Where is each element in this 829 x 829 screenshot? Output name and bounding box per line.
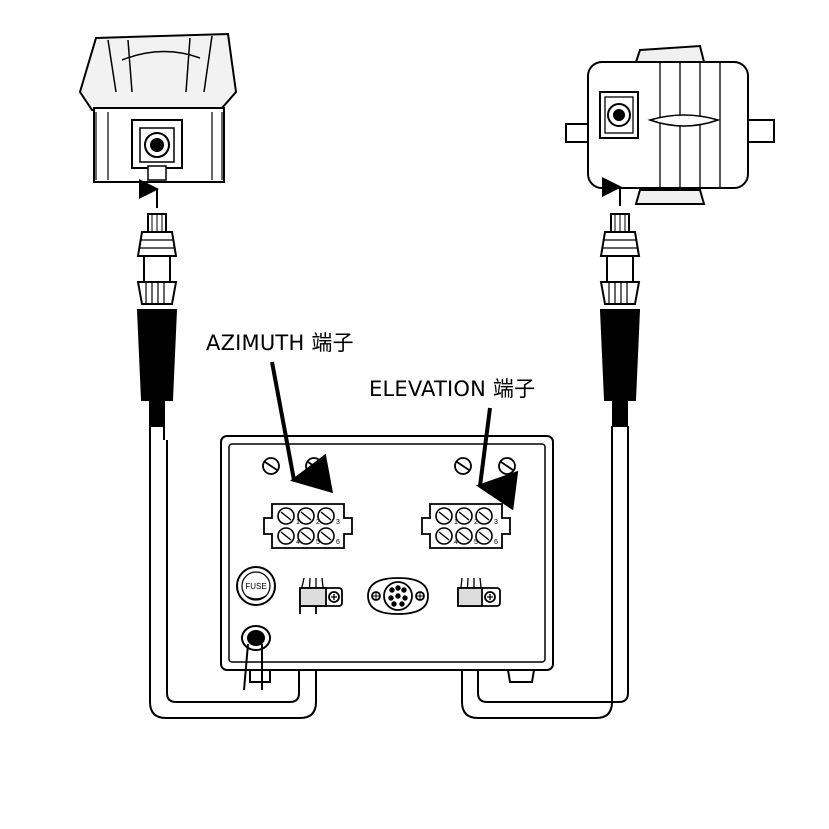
terminal-number: 2 [316, 519, 320, 526]
control-connector [367, 577, 429, 615]
fuse-holder: FUSE [236, 566, 276, 606]
terminal-screw-slot [478, 531, 490, 541]
elevation-rotator [565, 44, 775, 205]
terminal-screw-slot [320, 531, 332, 541]
elevation-terminal-label: ELEVATION 端子 [369, 377, 536, 401]
terminal-screw-slot [458, 531, 470, 541]
cable-left [149, 440, 317, 719]
terminal-screw-slot [438, 511, 450, 521]
azimuth-rotator [78, 32, 238, 183]
terminal-number: 3 [494, 519, 498, 526]
controller-rear-panel [220, 435, 554, 683]
terminal-screw-slot [280, 531, 292, 541]
terminal-screw-slot [280, 511, 292, 521]
terminal-screw-slot [478, 511, 490, 521]
terminal-number: 4 [454, 539, 458, 546]
elevation-cable-connector [599, 213, 641, 440]
terminal-number: 1 [296, 519, 300, 526]
fuse-label: FUSE [245, 582, 266, 591]
terminal-screw-slot [438, 531, 450, 541]
terminal-screw-slot [320, 511, 332, 521]
cable-right [461, 440, 629, 719]
azimuth-cable-clamp [299, 577, 343, 614]
terminal-number: 6 [336, 539, 340, 546]
power-cord [241, 625, 271, 691]
azimuth-terminal-block: 1 2 3 4 5 6 [263, 503, 353, 549]
terminal-number: 5 [474, 539, 478, 546]
azimuth-terminal-label: AZIMUTH 端子 [206, 331, 354, 355]
azimuth-pointer-arrow [270, 361, 334, 494]
terminal-screw-slot [458, 511, 470, 521]
terminal-screw-slot [300, 511, 312, 521]
terminal-number: 1 [454, 519, 458, 526]
terminal-number: 2 [474, 519, 478, 526]
elevation-pointer-arrow [476, 407, 519, 511]
terminal-number: 6 [494, 539, 498, 546]
terminal-screw-slot [300, 531, 312, 541]
elevation-terminal-block: 1 2 3 4 5 6 [421, 503, 511, 549]
terminal-number: 5 [316, 539, 320, 546]
elevation-cable-clamp [457, 577, 501, 607]
azimuth-cable-connector [136, 213, 178, 440]
terminal-number: 4 [296, 539, 300, 546]
terminal-number: 3 [336, 519, 340, 526]
